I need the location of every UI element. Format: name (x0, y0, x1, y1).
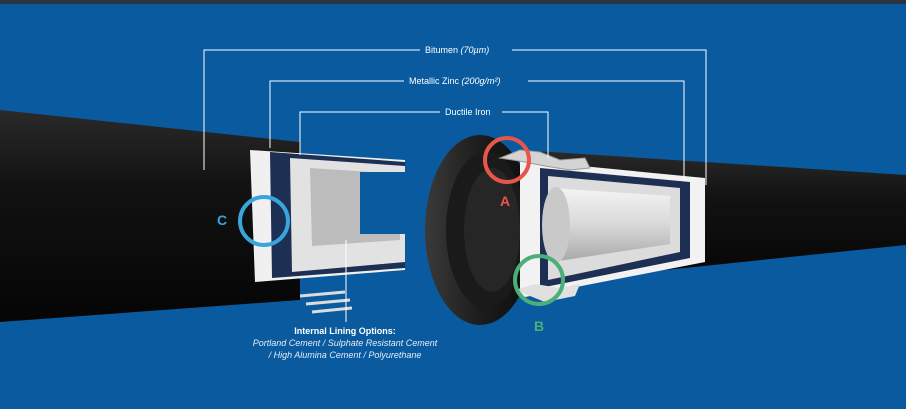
bitumen-leader (203, 49, 707, 185)
marker-c-circle (238, 195, 290, 247)
marker-a-label: A (500, 193, 511, 209)
socket-bore (552, 188, 670, 262)
top-band (0, 0, 906, 4)
lining-options: Internal Lining Options: Portland Cement… (230, 325, 460, 361)
marker-b-label: B (534, 318, 545, 334)
socket-gasket-seat (464, 168, 520, 292)
label-bitumen-name: Bitumen (425, 45, 459, 55)
label-bitumen-spec: (70µm) (460, 45, 490, 55)
lining-line-2: / High Alumina Cement / Polyurethane (268, 350, 422, 360)
label-zinc-name: Metallic Zinc (409, 76, 460, 86)
label-bitumen: Bitumen (70µm) (420, 44, 495, 56)
lining-title: Internal Lining Options: (294, 326, 396, 336)
zinc-leader (269, 80, 685, 180)
marker-a-circle (483, 136, 531, 184)
socket-bore-end (542, 187, 570, 263)
spigot-pipe (0, 110, 300, 322)
label-zinc-spec: (200g/m²) (461, 76, 501, 86)
marker-c-label: C (217, 212, 228, 228)
label-zinc: Metallic Zinc (200g/m²) (404, 75, 506, 87)
lining-line-1: Portland Cement / Sulphate Resistant Cem… (252, 338, 438, 348)
gasket-bottom (515, 284, 580, 302)
label-iron-name: Ductile Iron (445, 107, 491, 117)
spigot-bore-cut (360, 172, 405, 234)
label-iron: Ductile Iron (440, 106, 496, 118)
gasket-profile (498, 149, 591, 171)
iron-leader (299, 111, 549, 158)
marker-b-circle (513, 254, 565, 306)
spigot-end-stripes (299, 290, 353, 314)
